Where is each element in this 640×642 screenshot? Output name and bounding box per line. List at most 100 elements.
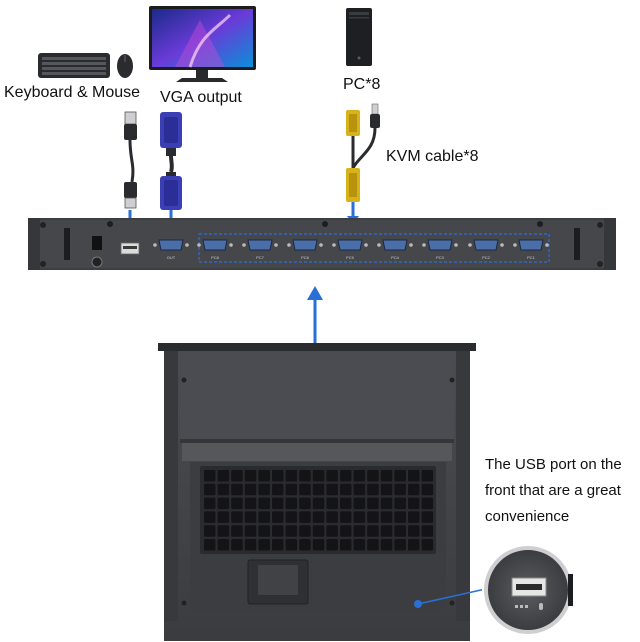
key [258,497,270,510]
key [312,525,325,537]
key [421,483,434,496]
key [299,539,311,551]
key [326,539,338,551]
key [312,483,325,496]
key [258,539,270,551]
key [272,483,284,496]
key [367,470,379,482]
key [299,497,311,510]
label-keyboard-mouse: Keyboard & Mouse [4,84,141,101]
key [340,483,352,496]
key [353,511,366,523]
key [272,539,284,551]
keyboard-keys [204,470,434,551]
key [217,539,230,551]
key [217,497,230,510]
key [299,483,311,496]
monitor-icon [149,6,256,82]
key [231,483,243,496]
key [353,497,366,510]
key [367,511,379,523]
key [217,470,230,482]
key [394,497,406,510]
vga-port-pc2: PC2 [468,239,504,260]
key [326,470,338,482]
key [312,497,325,510]
note-line: convenience [485,508,570,525]
key [312,539,325,551]
key [408,470,420,482]
key [326,497,338,510]
key [204,483,216,496]
key [340,525,352,537]
key [380,539,393,551]
key [244,539,257,551]
key [353,525,366,537]
key [285,525,298,537]
key [367,525,379,537]
key [204,539,216,551]
key [353,539,366,551]
key [367,483,379,496]
key [204,470,216,482]
key [394,539,406,551]
key [272,511,284,523]
key [408,483,420,496]
key [244,470,257,482]
key [340,539,352,551]
key [421,511,434,523]
key [299,511,311,523]
usb-port-icon [482,544,574,636]
vga-cable-icon [160,112,182,210]
port-label: PC3 [436,255,445,260]
vga-port-pc6: PC6 [287,239,323,260]
usb-port-note: The USB port on the front that are a gre… [485,452,640,530]
port-label: PC2 [482,255,491,260]
key [204,497,216,510]
keyboard-icon [38,53,110,78]
key [340,470,352,482]
key [231,511,243,523]
pc-tower-icon [346,8,372,66]
label-pc: PC*8 [343,76,381,93]
key [299,525,311,537]
key [312,511,325,523]
key [353,483,366,496]
key [380,511,393,523]
key [353,470,366,482]
port-label: PC6 [301,255,310,260]
key [312,470,325,482]
key [258,483,270,496]
key [258,470,270,482]
key [367,539,379,551]
key [244,483,257,496]
port-label: PC1 [527,255,536,260]
key [394,511,406,523]
key [244,511,257,523]
key [340,511,352,523]
key [217,511,230,523]
key [285,470,298,482]
key [394,470,406,482]
key [380,525,393,537]
key [421,525,434,537]
key [380,497,393,510]
vga-port-pc3: PC3 [422,239,458,260]
key [244,525,257,537]
key [394,483,406,496]
key [231,525,243,537]
key [285,497,298,510]
vga-port-vga-out: OUT [153,239,189,260]
note-line: The USB port on the [485,456,622,473]
key [244,497,257,510]
key [421,497,434,510]
key [380,483,393,496]
port-label: PC5 [346,255,355,260]
key [394,525,406,537]
key [272,497,284,510]
key [231,497,243,510]
key [231,539,243,551]
key [285,539,298,551]
